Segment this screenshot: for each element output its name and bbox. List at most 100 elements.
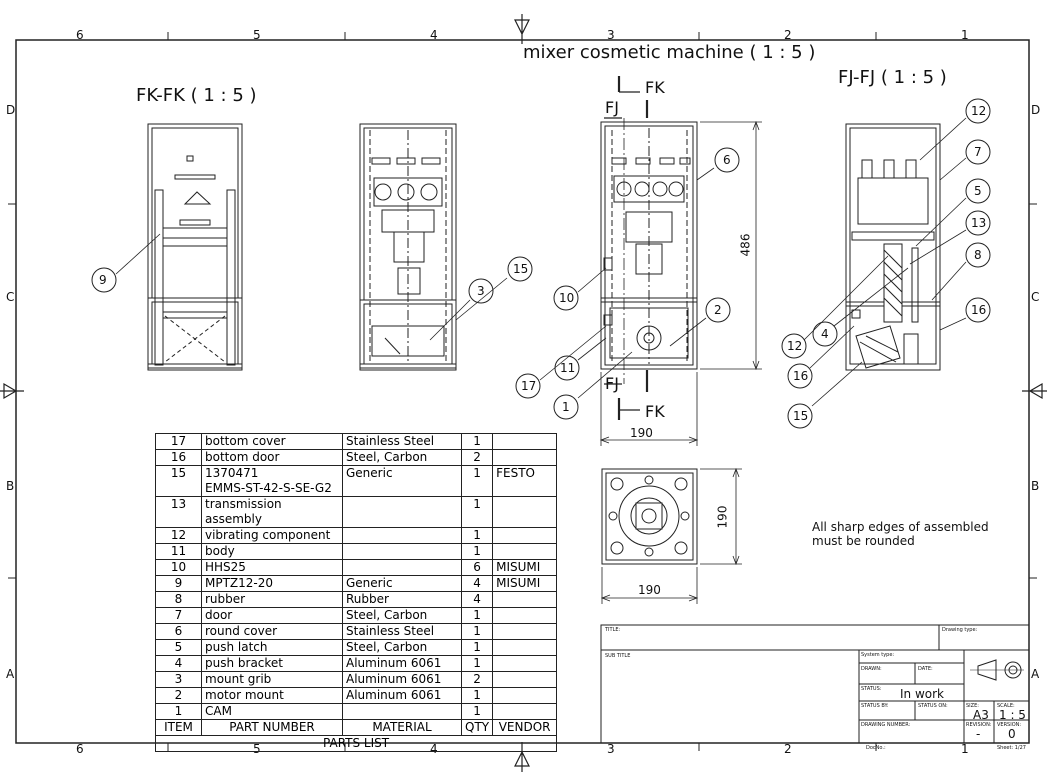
parts-cell-part: MPTZ12-20 [201, 575, 343, 592]
parts-header-cell: MATERIAL [342, 719, 462, 736]
parts-cell-vendor [492, 623, 558, 640]
parts-cell-material [342, 703, 462, 720]
parts-cell-part: transmission assembly [201, 496, 343, 528]
parts-cell-qty: 1 [460, 687, 494, 704]
section-mark-fj-top: FJ [605, 98, 619, 117]
parts-cell-vendor [492, 591, 558, 608]
parts-cell-text: 8 [174, 592, 183, 606]
zone-row-c-right: C [1031, 290, 1040, 304]
parts-cell-material [342, 543, 462, 560]
parts-cell-text: 1 [473, 688, 481, 702]
parts-cell-text: 1370471 [205, 466, 259, 480]
parts-cell-text: 1 [473, 497, 481, 511]
parts-cell-qty: 1 [460, 543, 494, 560]
parts-cell-text: 4 [174, 656, 183, 670]
tb-version-value: 0 [1008, 727, 1016, 741]
tb-revision-value: - [976, 727, 981, 741]
parts-cell-text: HHS25 [205, 560, 246, 574]
parts-cell-text: Steel, Carbon [346, 450, 428, 464]
dimension-height-label: 486 [738, 233, 753, 257]
parts-cell-text: push latch [205, 640, 268, 654]
balloon-16-left: 16 [793, 369, 809, 383]
balloon-6: 6 [723, 153, 731, 167]
parts-cell-text: 6 [174, 624, 183, 638]
tb-status-value: In work [900, 687, 944, 701]
balloon-9: 9 [99, 273, 107, 287]
tb-version-label: VERSION: [997, 722, 1022, 728]
parts-cell-vendor [492, 433, 558, 450]
tb-status-by-label: STATUS BY: [861, 703, 889, 709]
parts-cell-qty: 1 [460, 639, 494, 656]
parts-cell-qty: 1 [460, 465, 494, 497]
parts-cell-item: 4 [155, 655, 202, 672]
balloons [91, 98, 991, 429]
parts-cell-text: 5 [174, 640, 183, 654]
parts-cell-part: bottom door [201, 449, 343, 466]
tb-scale-value: 1 : 5 [999, 708, 1026, 722]
parts-cell-text: 1 [174, 704, 183, 718]
parts-cell-text: 9 [174, 576, 183, 590]
parts-cell-vendor [492, 527, 558, 544]
balloon-12-left: 12 [787, 339, 803, 353]
parts-cell-text: 10 [170, 560, 187, 574]
parts-cell-part: round cover [201, 623, 343, 640]
parts-cell-qty: 1 [460, 607, 494, 624]
parts-cell-qty: 4 [460, 575, 494, 592]
tb-system-type-label: System type: [861, 652, 895, 658]
parts-cell-material: Rubber [342, 591, 462, 608]
parts-cell-text: 1 [473, 434, 481, 448]
parts-cell-text: Generic [346, 466, 393, 480]
zone-col-5-top: 5 [253, 28, 261, 42]
parts-cell-text: Aluminum 6061 [346, 656, 442, 670]
tb-revision-label: REVISION: [966, 722, 992, 728]
parts-header-cell: QTY [460, 719, 494, 736]
parts-header-cell: ITEM [155, 719, 202, 736]
tb-drawing-type-label: Drawing type: [942, 627, 978, 633]
parts-cell-material: Generic [342, 575, 462, 592]
tb-size-label: SIZE: [966, 703, 979, 709]
parts-cell-text: Aluminum 6061 [346, 672, 442, 686]
parts-cell-material: Stainless Steel [342, 433, 462, 450]
balloon-17: 17 [521, 379, 537, 393]
parts-cell-text: Generic [346, 576, 393, 590]
parts-cell-item: 11 [155, 543, 202, 560]
parts-cell-vendor: MISUMI [492, 575, 558, 592]
parts-cell-item: 17 [155, 433, 202, 450]
balloon-15-mid: 15 [513, 262, 529, 276]
parts-cell-vendor [492, 607, 558, 624]
parts-cell-text: 2 [473, 672, 481, 686]
parts-cell-vendor [492, 543, 558, 560]
zone-col-2-top: 2 [784, 28, 792, 42]
parts-cell-text: 2 [473, 450, 481, 464]
parts-cell-text: 1 [473, 466, 481, 480]
balloon-11: 11 [560, 361, 576, 375]
parts-cell-text: transmission assembly [205, 497, 282, 526]
tb-drawing-number-label: DRAWING NUMBER: [861, 722, 911, 728]
dimension-width-front [599, 372, 699, 446]
parts-cell-text: Stainless Steel [346, 434, 435, 448]
parts-cell-part: push latch [201, 639, 343, 656]
view-fk-section [147, 123, 243, 371]
parts-cell-item: 7 [155, 607, 202, 624]
parts-cell-text: 12 [170, 528, 187, 542]
balloon-5: 5 [974, 184, 982, 198]
parts-cell-text: FESTO [496, 466, 535, 480]
parts-cell-vendor: FESTO [492, 465, 558, 497]
parts-cell-material: Generic [342, 465, 462, 497]
parts-cell-text: 4 [473, 576, 481, 590]
parts-cell-text: MISUMI [496, 560, 541, 574]
zone-row-d-left: D [6, 103, 16, 117]
parts-cell-text: 1 [473, 528, 481, 542]
tb-sub-title-label: SUB TITLE [605, 653, 631, 659]
parts-cell-text: 17 [170, 434, 187, 448]
parts-cell-text: bottom door [205, 450, 280, 464]
